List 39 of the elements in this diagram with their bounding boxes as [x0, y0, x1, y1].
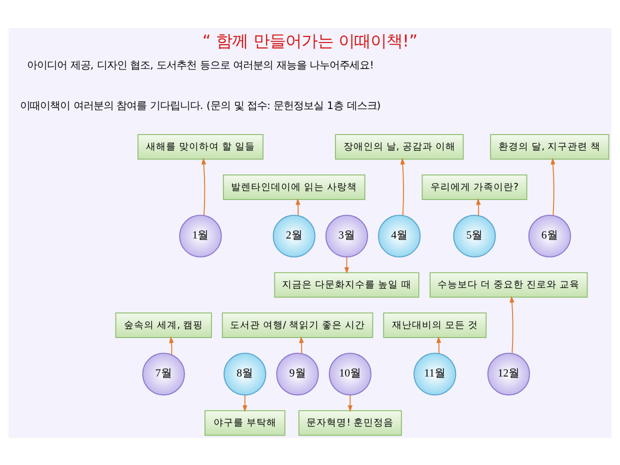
node-circle: 7월 [142, 352, 185, 395]
node-circle: 5월 [453, 214, 496, 257]
node-box: 재난대비의 모든 것 [383, 312, 487, 338]
arrow [299, 336, 304, 354]
arrow [348, 394, 352, 412]
arrow [436, 336, 442, 354]
node-box: 새해를 맞이하여 할 일들 [138, 134, 264, 160]
node-circle: 2월 [272, 214, 316, 257]
label: 아이디어 제공, 디자인 협조, 도서추천 등으로 여러분의 재능을 나누어주세요! [27, 59, 374, 72]
node-box: 환경의 달, 지구관련 책 [490, 134, 610, 160]
node-circle: 9월 [276, 352, 319, 395]
node-circle: 1월 [179, 214, 222, 257]
label: 이때이책이 여러분의 참여를 기다립니다. (문의 및 접수: 문헌정보실 1층 데스크) [20, 99, 381, 112]
node-box: 야구를 부탁해 [204, 410, 286, 436]
arrow [510, 295, 514, 354]
arrow [201, 157, 206, 216]
arrow [400, 157, 405, 216]
node-circle: 12월 [487, 352, 530, 395]
node-box: 발렌타인데이에 읽는 사랑책 [222, 174, 366, 200]
node-circle: 8월 [224, 352, 266, 395]
arrow [296, 198, 300, 216]
node-circle: 4월 [378, 214, 421, 257]
node-box: 도서관 여행/ 책읽기 좋은 시간 [222, 312, 374, 338]
arrow [550, 157, 556, 216]
diagram-title: “ 함께 만들어가는 이때이책!” [202, 31, 418, 50]
node-box: 우리에게 가족이란? [422, 174, 528, 200]
node-box: 지금은 다문화지수를 높일 때 [274, 272, 420, 298]
node-circle: 10월 [328, 352, 372, 395]
node-box: 수능보다 더 중요한 진로와 교육 [430, 272, 588, 298]
arrow [242, 394, 248, 412]
arrow [169, 336, 174, 355]
node-box: 문자혁명! 훈민정음 [298, 410, 402, 436]
node-box: 숲속의 세계, 캠핑 [115, 312, 212, 338]
arrow [344, 256, 350, 274]
node-circle: 3월 [325, 214, 368, 257]
node-circle: 6월 [528, 214, 572, 257]
arrow [476, 198, 481, 216]
node-circle: 11월 [414, 352, 456, 395]
node-box: 장애인의 날, 공감과 이해 [335, 134, 464, 160]
